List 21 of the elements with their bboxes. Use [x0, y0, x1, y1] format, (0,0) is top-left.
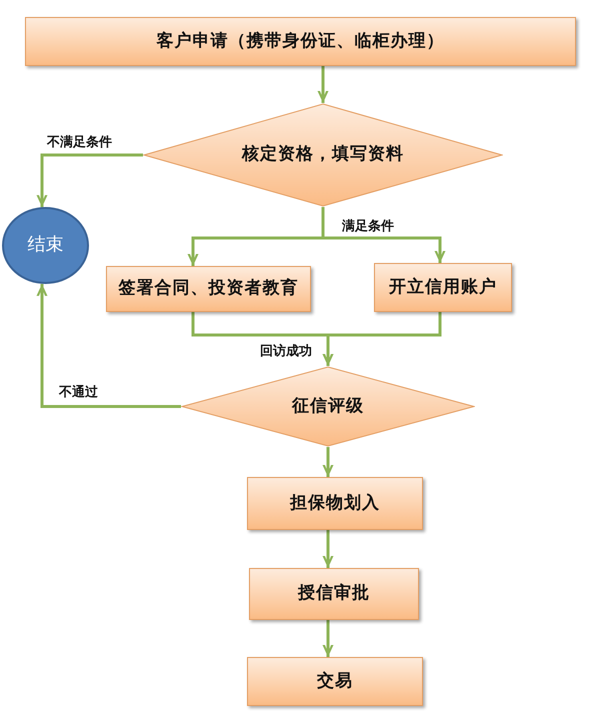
process-box	[106, 266, 311, 312]
process-box	[247, 657, 423, 706]
decision-diamond	[181, 366, 475, 447]
step-label: 开立信用账户	[389, 276, 497, 298]
process-box	[374, 263, 512, 312]
edge-label: 不通过	[58, 385, 99, 400]
process-box	[25, 17, 576, 66]
step-label: 签署合同、投资者教育	[118, 278, 298, 300]
end-label: 结束	[28, 234, 64, 257]
decision-label: 核定资格，填写资料	[242, 144, 404, 166]
decision-diamond	[143, 103, 503, 207]
edge-label: 不满足条件	[46, 135, 113, 150]
edge-label: 满足条件	[341, 219, 395, 234]
edge-label: 回访成功	[259, 344, 313, 359]
step-label: 客户申请（携带身份证、临柜办理）	[156, 30, 444, 52]
step-label: 交易	[317, 670, 353, 692]
process-box	[249, 568, 419, 620]
process-box	[247, 477, 423, 530]
step-label: 授信审批	[298, 583, 370, 605]
decision-label: 征信评级	[292, 396, 364, 418]
step-label: 担保物划入	[290, 492, 380, 514]
